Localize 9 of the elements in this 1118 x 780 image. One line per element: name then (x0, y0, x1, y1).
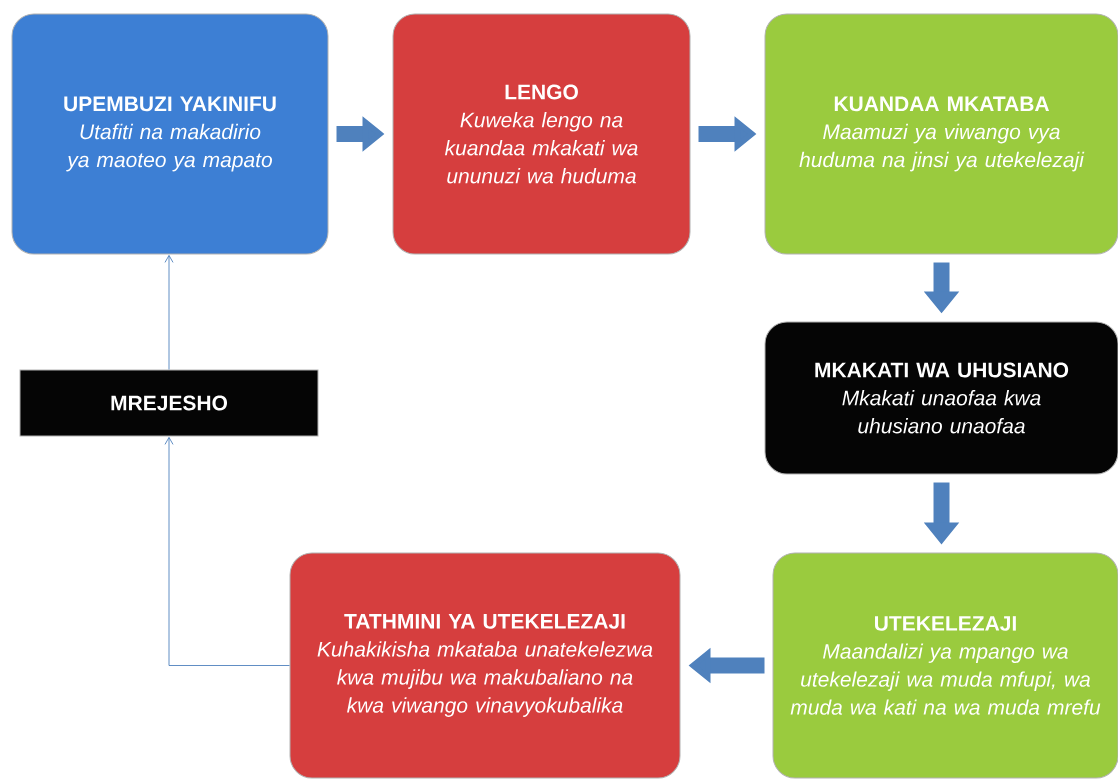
process-box: UPEMBUZI YAKINIFU Utafiti na makadirio ya maoteo ya mapato (11, 13, 329, 255)
process-box: TATHMINI YA UTEKELEZAJI Kuhakikisha mkataba unatekelezwa kwa mujibu wa makubaliano na kwa viwango vinavyokubalika (289, 552, 681, 779)
process-box: LENGO Kuweka lengo na kuandaa mkakati wa ununuzi wa huduma (392, 13, 691, 255)
process-box: UTEKELEZAJI Maandalizi ya mpango wa utekelezaji wa muda mfupi, wa muda wa kati na wa muda mrefu (772, 552, 1118, 779)
process-box: KUANDAA MKATABA Maamuzi ya viwango vya huduma na jinsi ya utekelezaji (764, 13, 1118, 255)
connector-arrow (164, 436, 290, 666)
connector-arrow (164, 254, 174, 370)
process-box: MKAKATI WA UHUSIANO Mkakati unaofaa kwa uhusiano unaofaa (764, 321, 1118, 475)
feedback-box: MREJESHO (19, 369, 319, 437)
